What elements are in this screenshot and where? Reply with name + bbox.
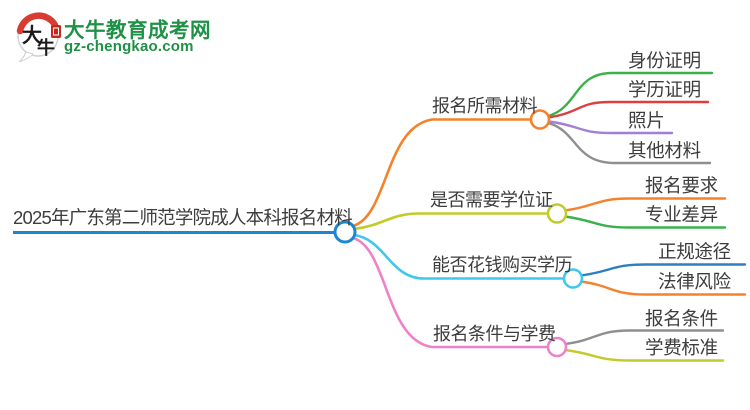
branch-node-conditions-tuition <box>546 336 568 358</box>
logo-brand-text: 大牛教育成考网 <box>64 19 211 42</box>
logo-seal-mark <box>53 27 59 36</box>
branch-line-materials <box>351 118 533 228</box>
logo-bubble-tail <box>18 51 34 62</box>
child-line-other-materials <box>546 121 712 165</box>
child-label-id-proof: 身份证明 <box>628 50 701 71</box>
child-label-legal-risk: 法律风险 <box>658 271 731 292</box>
branch-line-conditions-tuition <box>351 236 550 349</box>
logo-bull-icon: 大 牛 <box>16 12 61 62</box>
branch-label-conditions-tuition: 报名条件与学费 <box>433 324 556 344</box>
child-line-major-differences <box>563 215 727 229</box>
child-line-signup-requirements <box>563 197 727 212</box>
child-label-edu-proof: 学历证明 <box>628 79 701 100</box>
child-line-edu-proof <box>547 100 710 119</box>
branch-line-buy-diploma <box>352 233 566 280</box>
child-label-tuition-standard: 学费标准 <box>645 337 718 358</box>
site-logo: 大 牛 大牛教育成考网 gz-chengkao.com <box>0 0 230 70</box>
branch-node-materials <box>529 109 551 130</box>
child-label-major-differences: 专业差异 <box>645 204 718 225</box>
child-label-legit-channels: 正规途径 <box>658 241 731 262</box>
child-line-legal-risk <box>579 280 747 296</box>
branch-node-degree-cert <box>546 203 568 224</box>
logo-red-arc <box>16 12 59 35</box>
root-node <box>333 220 357 244</box>
child-line-photo <box>547 120 674 135</box>
child-label-photo: 照片 <box>628 110 665 131</box>
child-line-signup-conditions <box>563 329 725 346</box>
child-line-tuition-standard <box>563 348 725 362</box>
child-line-id-proof <box>546 71 714 118</box>
child-line-legit-channels <box>579 263 747 277</box>
child-label-signup-requirements: 报名要求 <box>645 175 718 196</box>
branch-label-buy-diploma: 能否花钱购买学历 <box>432 255 573 275</box>
branch-label-degree-cert: 是否需要学位证 <box>430 190 553 210</box>
child-label-other-materials: 其他材料 <box>628 140 701 161</box>
child-label-signup-conditions: 报名条件 <box>645 308 718 329</box>
root-topic-label: 2025年广东第二师范学院成人本科报名材料 <box>13 207 353 228</box>
logo-char-niu: 牛 <box>37 37 55 58</box>
branch-label-materials: 报名所需材料 <box>432 96 538 116</box>
branch-line-degree-cert <box>352 212 550 231</box>
logo-char-da: 大 <box>22 24 42 47</box>
branch-node-buy-diploma <box>562 268 584 289</box>
logo-domain-text: gz-chengkao.com <box>64 38 194 55</box>
